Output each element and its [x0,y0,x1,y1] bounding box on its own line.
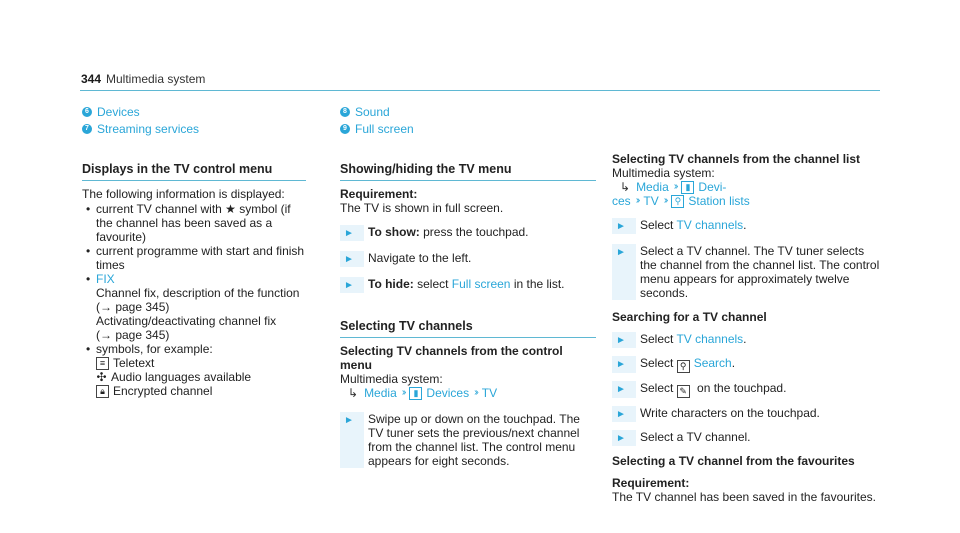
step-arrow-icon: ► [616,221,626,232]
section-heading: Selecting TV channels [340,319,596,338]
search-icon: ⚲ [671,194,685,208]
step: ►Select TV channels. [612,332,882,348]
list-item: symbols, for example: ≡Teletext ✣Audio l… [82,342,306,398]
step: ►Write characters on the touchpad. [612,406,882,422]
return-arrow-icon: ↳ [348,386,359,400]
section-heading: Showing/hiding the TV menu [340,162,596,181]
search-icon: ⚲ [676,360,690,373]
step-arrow-icon: ► [616,384,626,395]
step-arrow-icon: ► [616,409,626,420]
chevron-right-icon: ›› [663,195,668,206]
step: ►To hide: select Full screen in the list… [340,277,596,293]
step: ►Select TV channels. [612,218,882,234]
handwriting-icon: ✎ [676,385,690,398]
step-arrow-icon: ► [344,280,354,291]
chevron-right-icon: ›› [474,387,478,398]
requirement-label: Requirement: [340,187,418,201]
subheading: Searching for a TV channel [612,310,767,324]
page-title: Multimedia system [106,72,206,86]
step-arrow-icon: ► [344,254,354,265]
intro-text: The following information is displayed: [82,187,285,201]
requirement-text: The TV channel has been saved in the fav… [612,490,876,504]
symbol-row: ✣Audio languages available [96,369,252,384]
subheading: Selecting TV channels from the control m… [340,344,563,372]
number-badge: 7 [82,123,92,134]
requirement-text: The TV is shown in full screen. [340,201,504,215]
step-arrow-icon: ► [344,228,354,239]
audio-language-icon: ✣ [96,369,107,384]
page-number: 344 [81,72,102,86]
step: ►To show: press the touchpad. [340,225,596,241]
subheading: Selecting TV channels from the channel l… [612,152,861,166]
menu-path: ↳ Media ›› ▮ Devices ›› TV [348,386,498,400]
info-list: current TV channel with ★ symbol (if the… [82,202,306,398]
menu-path: ↳ Media ›› ▮ Devi- [620,180,727,194]
step: ►Select ✎ on the touchpad. [612,381,882,398]
step-arrow-icon: ► [616,359,626,370]
symbol-row: 🔒︎Encrypted channel [96,384,306,398]
step-arrow-icon: ► [616,433,626,444]
devices-icon: ▮ [681,180,695,194]
menu-path-cont: ces ›› TV ›› ⚲ Station lists [612,194,750,208]
chevron-right-icon: ›› [673,181,678,192]
step-arrow-icon: ► [616,247,626,258]
step-arrow-icon: ► [344,415,354,426]
requirement-label: Requirement: [612,476,690,490]
devices-icon: ▮ [409,386,423,400]
step: ►Navigate to the left. [340,251,596,267]
step: ►Select a TV channel. [612,430,882,446]
chevron-right-icon: ›› [401,387,406,398]
list-item: FIX Channel fix, description of the func… [82,272,306,342]
step: ►Select a TV channel. The TV tuner selec… [612,244,882,300]
number-badge: 8 [340,106,350,117]
list-item: current programme with start and finish … [82,244,306,272]
teletext-icon: ≡ [96,356,109,370]
list-item: current TV channel with ★ symbol (if the… [82,202,306,244]
step: ►Select ⚲Search. [612,356,882,373]
symbol-row: ≡Teletext [96,356,306,370]
lock-icon: 🔒︎ [96,384,109,398]
chevron-right-icon: ›› [635,195,640,206]
section-heading: Displays in the TV control menu [82,162,306,181]
step-arrow-icon: ► [616,335,626,346]
step: ►Swipe up or down on the touchpad. The T… [340,412,596,468]
number-badge: 6 [82,106,92,117]
column-3: Selecting TV channels from the channel l… [612,152,882,504]
return-arrow-icon: ↳ [620,180,631,194]
subheading: Selecting a TV channel from the favourit… [612,454,855,468]
number-badge: 9 [340,123,350,134]
page-header: 344 Multimedia system [80,70,880,91]
